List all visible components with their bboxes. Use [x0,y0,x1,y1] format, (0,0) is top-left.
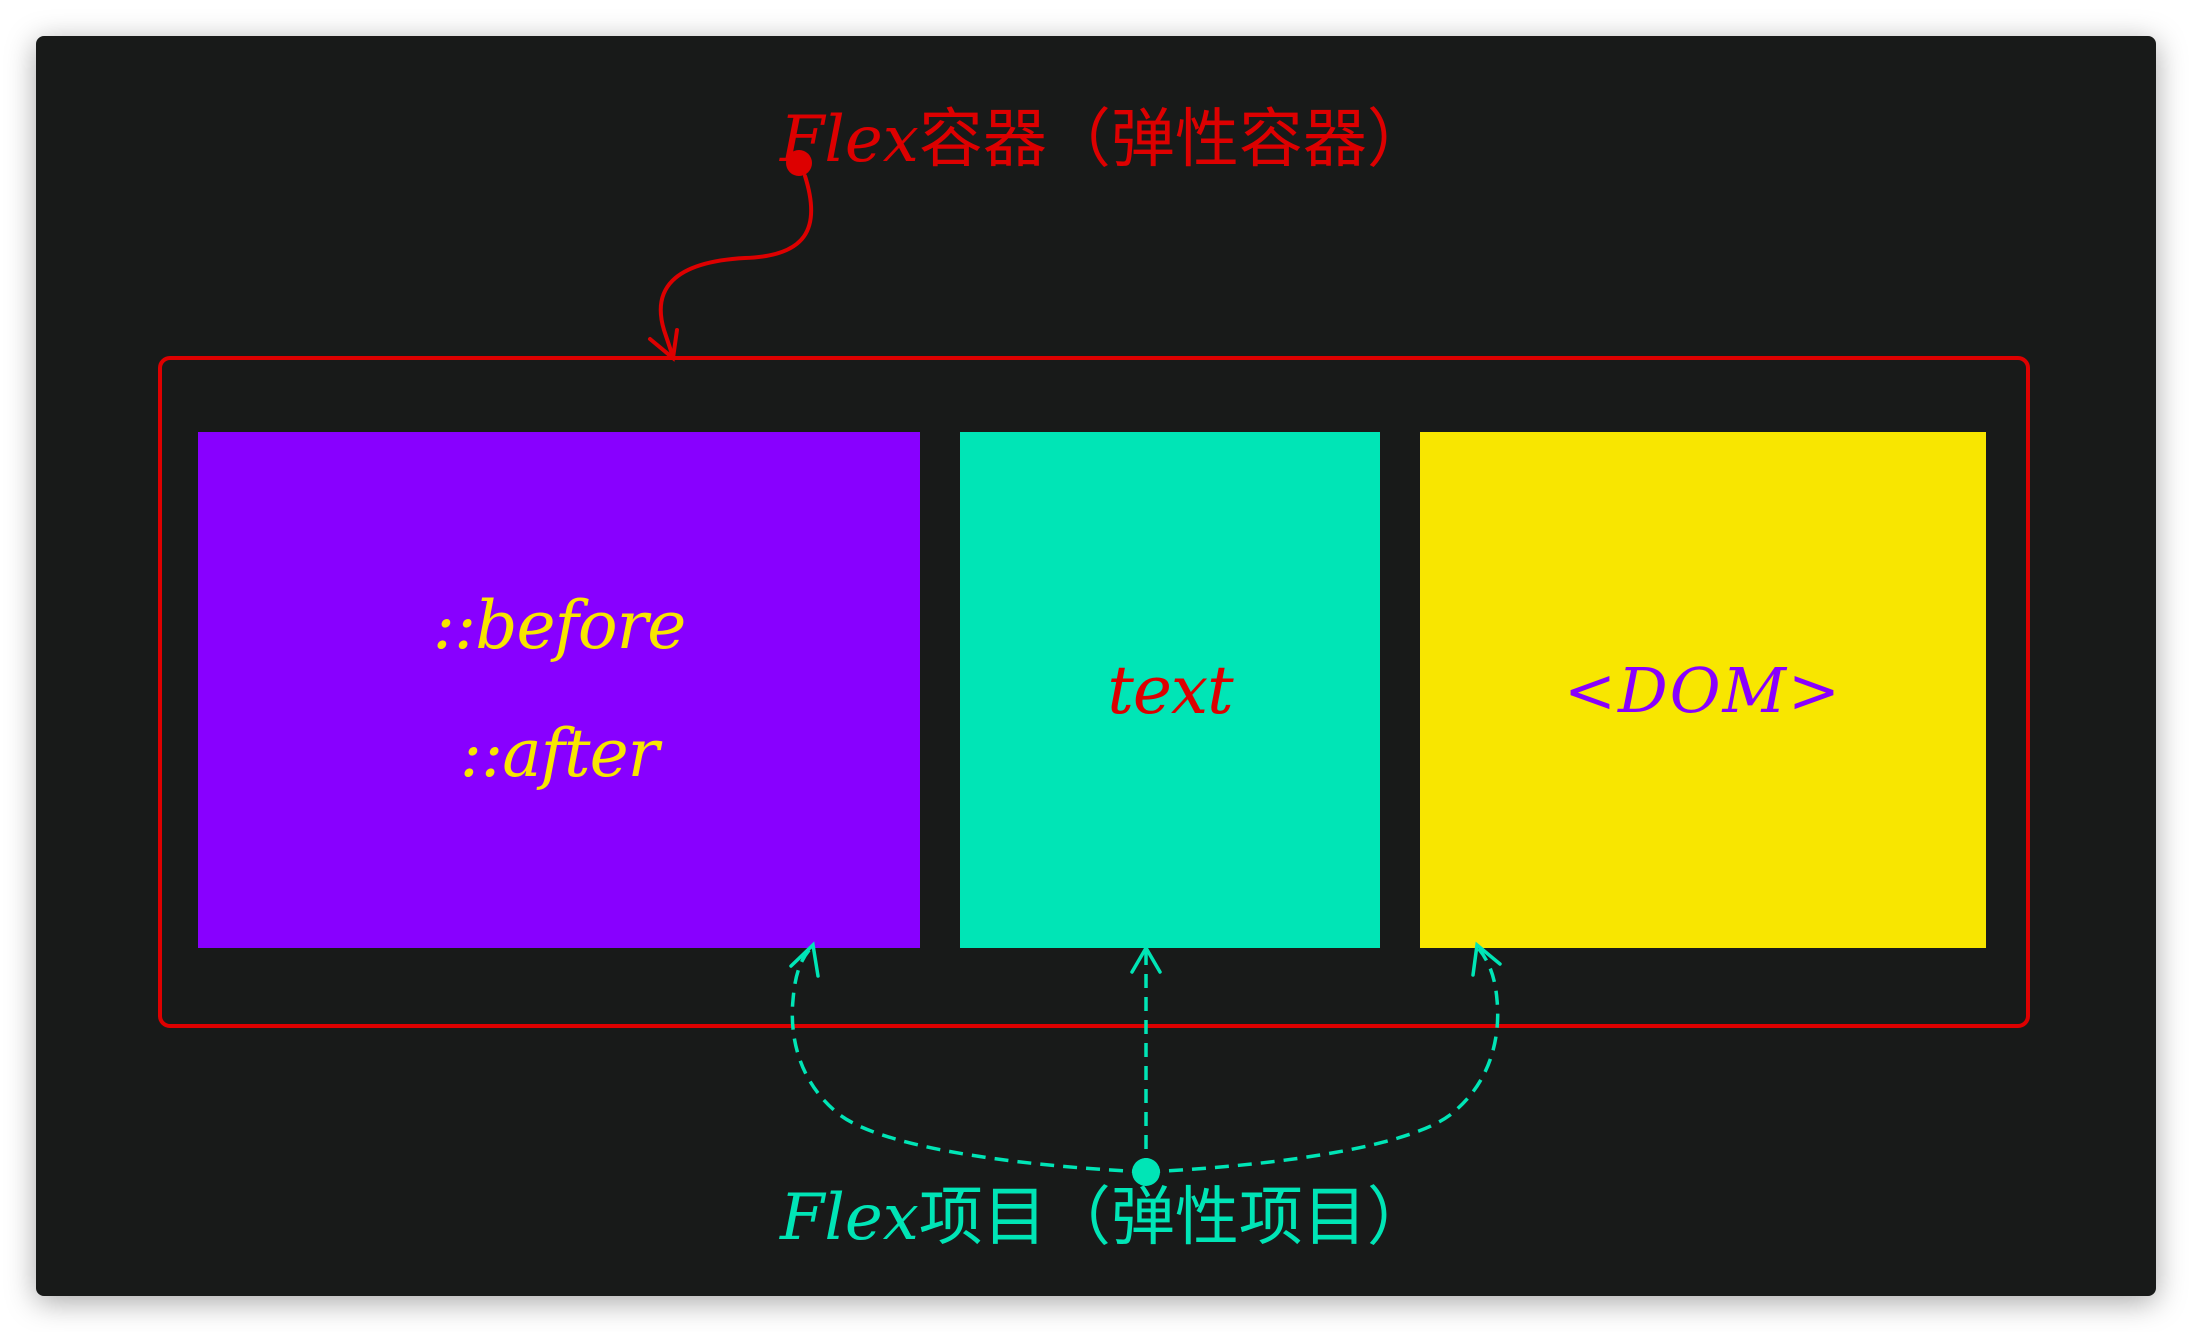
flex-items-label: Flex项目（弹性项目） [780,1166,1520,1258]
flex-items-label-latin: Flex [780,1181,919,1255]
flex-container-label-latin: Flex [780,103,919,177]
flex-item-pseudo-elements: ::before ::after [198,432,920,948]
item-text-dom: <DOM> [1564,653,1842,727]
flex-container-label: Flex容器（弹性容器） [780,88,1520,180]
flex-item-dom: <DOM> [1420,432,1986,948]
item-text-before: ::before [432,587,687,664]
item-text-text: text [1107,651,1233,729]
flex-item-text: text [960,432,1380,948]
item-text-after: ::after [459,715,659,792]
flex-container-label-cjk: 容器（弹性容器） [918,103,1431,177]
flex-items-label-cjk: 项目（弹性项目） [918,1181,1431,1255]
